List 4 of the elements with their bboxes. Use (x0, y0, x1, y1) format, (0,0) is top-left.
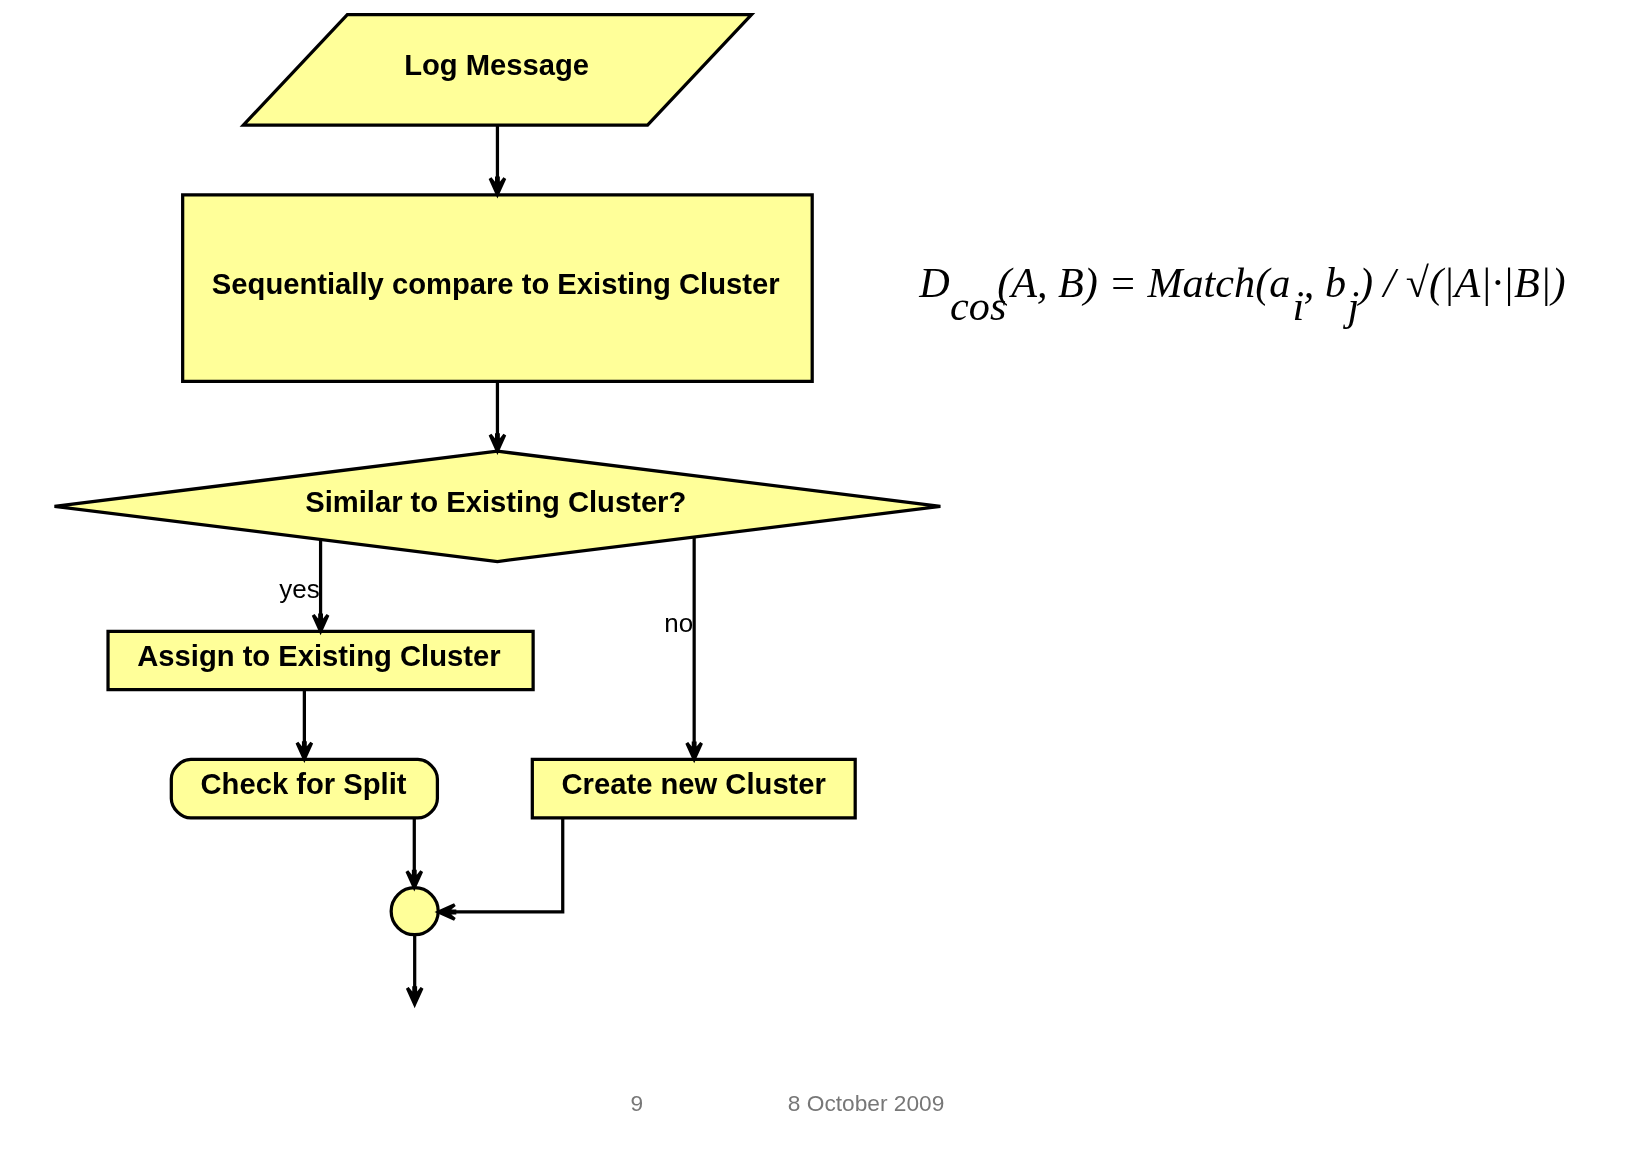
edge-label: yes (279, 574, 320, 605)
label: 9 (630, 1090, 644, 1117)
edge-label: no (664, 607, 694, 638)
label: 8 October 2009 (787, 1090, 945, 1117)
